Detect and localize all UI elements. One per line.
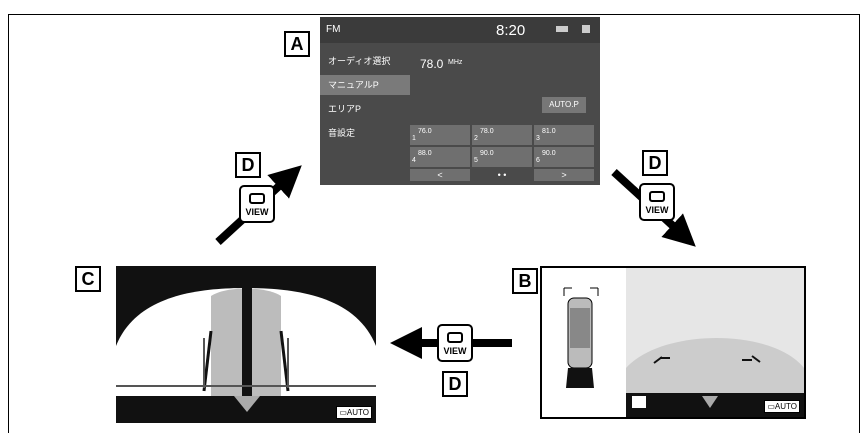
next-page-button[interactable]: > <box>534 169 594 181</box>
label-c: C <box>75 266 101 292</box>
view-button[interactable]: VIEW <box>639 183 675 221</box>
front-camera-view <box>116 286 376 412</box>
autop-button[interactable]: AUTO.P <box>542 97 586 113</box>
auto-view-indicator: ▭AUTO <box>764 400 800 413</box>
status-bar <box>320 17 600 43</box>
battery-icon <box>556 26 568 32</box>
frequency: 78.0 <box>420 57 444 71</box>
prev-page-button[interactable]: < <box>410 169 470 181</box>
panoramic-view <box>542 268 804 417</box>
view-button[interactable]: VIEW <box>437 324 473 362</box>
menu-manual-preset[interactable]: マニュアルP <box>320 75 410 95</box>
diagram-frame <box>8 14 860 433</box>
label-b: B <box>512 268 538 294</box>
label-a: A <box>284 31 310 57</box>
signal-icon <box>582 25 590 33</box>
page-indicator: • • <box>497 170 507 180</box>
screen-a-audio: FM 8:20 オーディオ選択 マニュアルP エリアP 音設定 78.0 MHz… <box>320 17 600 185</box>
camera-icon <box>447 332 463 343</box>
auto-view-indicator: ▭AUTO <box>336 406 372 419</box>
menu-area-preset[interactable]: エリアP <box>328 104 362 114</box>
screen-b-panoramic-view: ▭AUTO <box>540 266 806 419</box>
frequency-unit: MHz <box>448 59 463 66</box>
label-d-upper-right: D <box>642 150 668 176</box>
camera-icon <box>249 193 265 204</box>
screen-c-front-camera: ▭AUTO <box>116 266 376 423</box>
menu-sound-settings[interactable]: 音設定 <box>328 128 356 138</box>
view-button[interactable]: VIEW <box>239 185 275 223</box>
label-d-upper-left: D <box>235 152 261 178</box>
menu-audio-select[interactable]: オーディオ選択 <box>328 56 391 66</box>
audio-source: FM <box>326 24 341 35</box>
view-button-label: VIEW <box>645 205 669 215</box>
view-button-label: VIEW <box>245 207 269 217</box>
label-d-bottom: D <box>442 371 468 397</box>
camera-icon <box>649 191 665 202</box>
clock: 8:20 <box>496 22 526 39</box>
view-button-label: VIEW <box>443 346 467 356</box>
